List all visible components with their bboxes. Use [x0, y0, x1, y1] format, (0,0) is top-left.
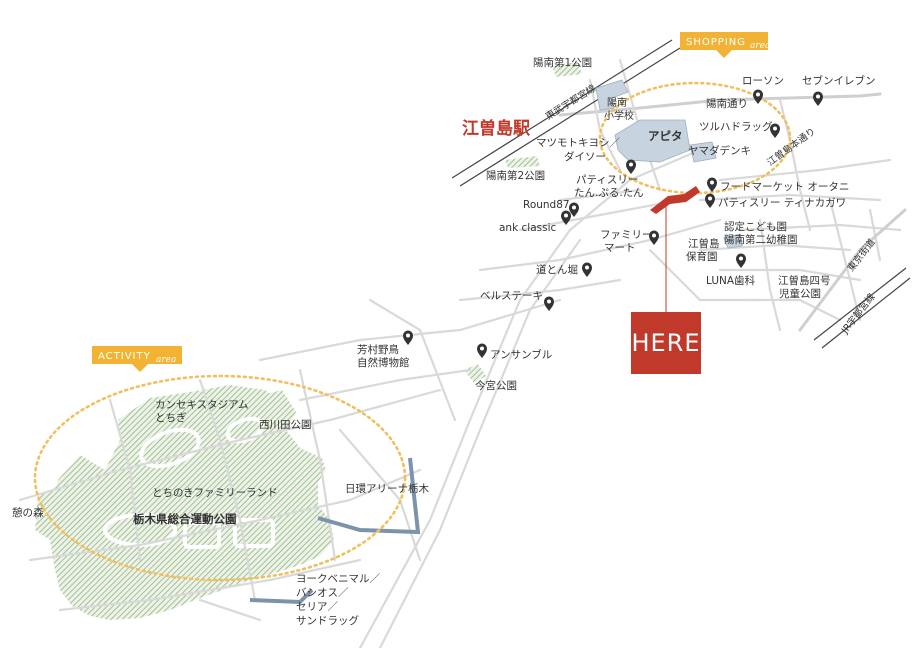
- tsuruha-label: ツルハドラッグ: [699, 120, 773, 133]
- matsumoto-label-1: マツモトキヨシ／: [536, 137, 620, 149]
- shopping-script: area: [750, 41, 770, 51]
- younan-school-label-1: 陽南: [607, 96, 627, 109]
- station-name: 江曽島駅: [462, 118, 531, 139]
- york-label-4: サンドラッグ: [296, 614, 359, 627]
- younan1-park-label: 陽南第1公園: [533, 56, 592, 69]
- imamiya-park-area: [464, 364, 486, 383]
- nintei-label-1: 認定こども園: [724, 220, 787, 233]
- arena-outlines: [249, 457, 421, 605]
- familymart-label-1: ファミリー: [600, 229, 653, 241]
- kanseki-label-2: とちぎ: [155, 411, 187, 424]
- apita-label: アピタ: [648, 129, 683, 143]
- activity-title: ACTIVITY: [98, 351, 151, 362]
- yamada-building: [689, 141, 717, 163]
- nursery-label-2: 保育園: [686, 250, 718, 263]
- dotonbori-label: 道とん堀: [536, 263, 578, 276]
- kei-no-mori-label: 憩の森: [12, 506, 44, 519]
- museum-label-2: 自然博物館: [357, 356, 410, 369]
- younan2-park-label: 陽南第2公園: [486, 169, 545, 182]
- park-areas: [35, 62, 582, 620]
- york-label-3: セリア／: [296, 601, 338, 613]
- shopping-title: SHOPPING: [686, 37, 746, 48]
- tochinoki-label: とちのきファミリーランド: [152, 487, 278, 499]
- ansample-pin: [477, 343, 487, 358]
- younan-school-label-2: 小学校: [604, 109, 634, 122]
- yamada-label: ヤマダデンキ: [688, 144, 751, 157]
- food-market-pin: [707, 177, 717, 192]
- york-label-1: ヨークベニマル／: [296, 573, 380, 585]
- dotonbori-pin: [582, 262, 592, 277]
- patisserie-tina-label: パティスリー ティナカガワ: [718, 197, 846, 209]
- shopping-area-banner: SHOPPING area: [680, 32, 770, 58]
- lawson-label: ローソン: [742, 75, 784, 87]
- younan2-park-area: [505, 156, 540, 168]
- esojima4-park-label-1: 江曽島四号: [778, 274, 831, 287]
- museum-label-1: 芳村野鳥: [357, 343, 399, 356]
- sogo-park-area: [50, 385, 334, 620]
- apita-building: [614, 119, 691, 163]
- sogo-park-label: 栃木県総合運動公園: [133, 512, 237, 526]
- familymart-label-2: マート: [604, 242, 636, 254]
- here-label: HERE: [631, 329, 700, 357]
- seven-pin: [813, 91, 823, 106]
- seven-label: セブンイレブン: [802, 74, 876, 87]
- nikkan-arena-outline: [317, 457, 421, 535]
- kanseki-label-1: カンセキスタジアム: [155, 399, 248, 411]
- activity-area-banner: ACTIVITY area: [92, 346, 182, 372]
- esojima4-park-label-2: 児童公園: [779, 287, 821, 300]
- luna-label: LUNA歯科: [706, 274, 756, 287]
- luna-pin: [736, 253, 746, 268]
- jr-line-label: JR宇都宮線: [838, 291, 878, 337]
- younan-dori-label: 陽南通り: [706, 97, 748, 110]
- nishikawada-park-area: [262, 390, 296, 428]
- ansample-label: アンサンブル: [490, 348, 552, 361]
- park-tracks: [103, 416, 275, 549]
- ank-label: ank classic: [499, 222, 556, 234]
- place-labels: 陽南第1公園 陽南 小学校 陽南第2公園 アピタ ヤマダデンキ マツモトキヨシ／…: [12, 56, 876, 627]
- york-label-2: バシオス／: [296, 587, 349, 599]
- site-shape: [650, 186, 700, 214]
- museum-pin: [403, 330, 413, 345]
- nishikawada-park-label: 西川田公園: [259, 419, 312, 431]
- activity-area-circle: [33, 374, 407, 582]
- patisserie-tan-label-2: たん.ぷる.たん: [574, 187, 644, 199]
- bell-pin: [544, 296, 554, 311]
- nintei-label-2: 陽南第二幼稚園: [724, 233, 798, 246]
- activity-script: area: [156, 355, 176, 365]
- food-market-label: フードマーケット オータニ: [720, 181, 849, 193]
- tokyo-kaido-label: 東京街道: [845, 236, 878, 274]
- nursery-label-1: 江曽島: [688, 237, 720, 250]
- lawson-pin: [753, 89, 763, 104]
- round87-label: Round87: [523, 199, 570, 211]
- patisserie-tina-pin: [705, 193, 715, 208]
- york-outline: [249, 588, 314, 605]
- nintei-building: [723, 233, 743, 249]
- matsumoto-label-2: ダイソー: [564, 150, 606, 163]
- patisserie-tan-label-1: パティスリー: [576, 174, 638, 186]
- nikkan-arena-label: 日環アリーナ栃木: [345, 482, 429, 495]
- younan1-park-area: [552, 62, 582, 77]
- site-marker: HERE: [631, 186, 701, 374]
- buildings: [595, 79, 743, 249]
- bell-label: ベルステーキ: [480, 290, 543, 302]
- here-box: [631, 312, 701, 374]
- railways: [451, 39, 911, 349]
- kei-no-mori-area: [35, 485, 62, 540]
- imamiya-park-label: 今宮公園: [475, 379, 517, 392]
- patisserie-tan-pin: [626, 159, 636, 174]
- younan-school-building: [595, 79, 629, 111]
- roads: [18, 58, 907, 648]
